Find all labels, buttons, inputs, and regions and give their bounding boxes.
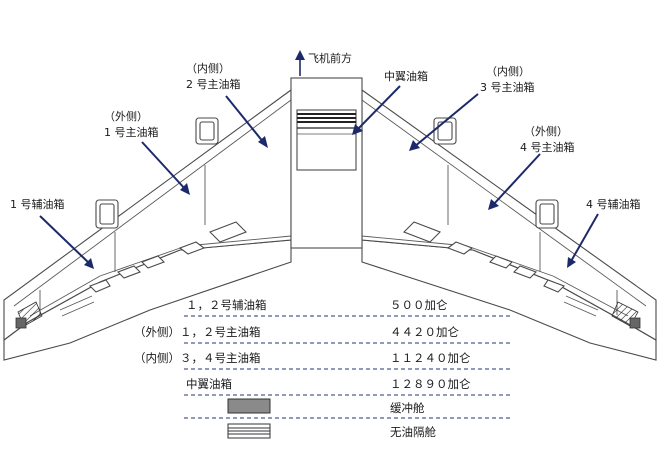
outer-left-name: 1 号主油箱 (104, 125, 159, 139)
surge-label: 缓冲舱 (390, 401, 425, 415)
right-wing (361, 88, 657, 361)
legend-row-2-value: ４４２０加仑 (390, 325, 459, 339)
outer-left-prefix: （外侧） (104, 110, 148, 123)
aux-right-label: 4 号辅油箱 (586, 197, 641, 211)
forward-label: 飞机前方 (308, 51, 352, 65)
forward-arrow (295, 50, 305, 76)
legend-row-1-name: １，２号辅油箱 (186, 298, 267, 312)
legend-row-4-value: １２８９０加仑 (390, 377, 471, 391)
aux-left-label: 1 号辅油箱 (10, 197, 65, 211)
dry-bay-swatch (227, 423, 271, 439)
center-tank-label: 中翼油箱 (384, 69, 428, 83)
outer-right-name: 4 号主油箱 (520, 140, 575, 154)
dry-bay-label: 无油隔舱 (390, 425, 436, 439)
inner-left-prefix: （内侧） (186, 61, 230, 75)
surge-swatch (227, 398, 271, 414)
inner-right-name: 3 号主油箱 (480, 80, 535, 94)
inner-right-prefix: （内侧） (486, 64, 530, 78)
outer-right-prefix: （外侧） (524, 125, 568, 138)
legend: １，２号辅油箱 ５００加仑 （外侧）１，２号主油箱 ４４２０加仑 （内侧）３，４… (134, 298, 512, 439)
inner-left-name: 2 号主油箱 (186, 77, 241, 91)
legend-row-1-value: ５００加仑 (390, 298, 448, 312)
left-wing (3, 88, 292, 361)
pointer-arrows (39, 85, 599, 269)
legend-row-4-name: 中翼油箱 (186, 377, 232, 391)
legend-row-3-value: １１２４０加仑 (390, 351, 471, 365)
center-section (290, 77, 363, 249)
legend-row-3-name: （内侧）３，４号主油箱 (134, 351, 261, 365)
legend-row-2-name: （外侧）１，２号主油箱 (134, 325, 261, 339)
